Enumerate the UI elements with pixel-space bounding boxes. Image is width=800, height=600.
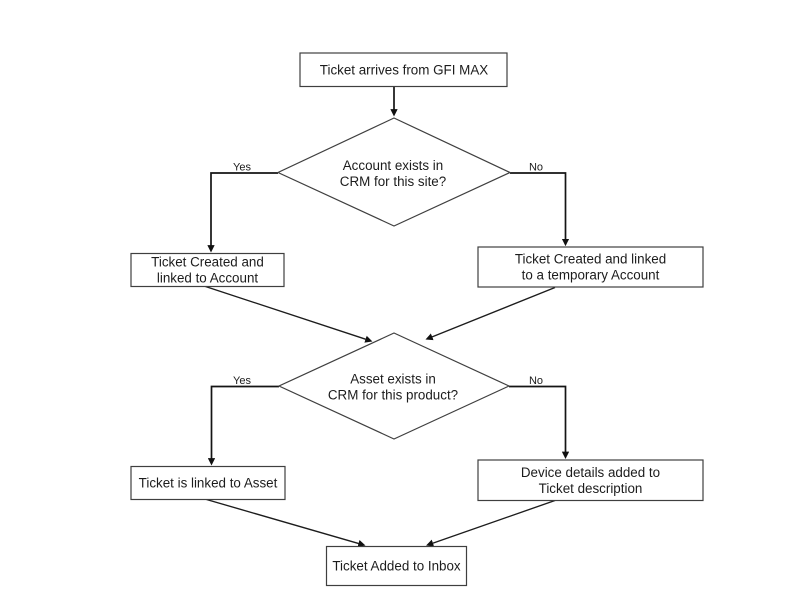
svg-text:CRM for this site?: CRM for this site? [340,174,446,189]
svg-text:CRM for this product?: CRM for this product? [328,388,458,403]
svg-text:No: No [529,375,543,387]
svg-text:Ticket description: Ticket description [539,481,643,496]
svg-text:No: No [529,162,543,174]
svg-text:to a temporary Account: to a temporary Account [522,268,660,283]
svg-text:Device details added to: Device details added to [521,465,660,480]
svg-text:Yes: Yes [233,375,251,387]
svg-text:Ticket Added to Inbox: Ticket Added to Inbox [332,559,461,574]
svg-text:Ticket Created and: Ticket Created and [151,255,264,270]
svg-text:Ticket arrives from GFI MAX: Ticket arrives from GFI MAX [320,63,488,78]
svg-text:Asset exists in: Asset exists in [350,372,436,387]
svg-text:Yes: Yes [233,162,251,174]
svg-text:Account exists in: Account exists in [343,158,443,173]
svg-text:Ticket Created and linked: Ticket Created and linked [515,252,666,267]
svg-text:linked to Account: linked to Account [157,271,259,286]
svg-text:Ticket is linked to Asset: Ticket is linked to Asset [139,476,278,491]
